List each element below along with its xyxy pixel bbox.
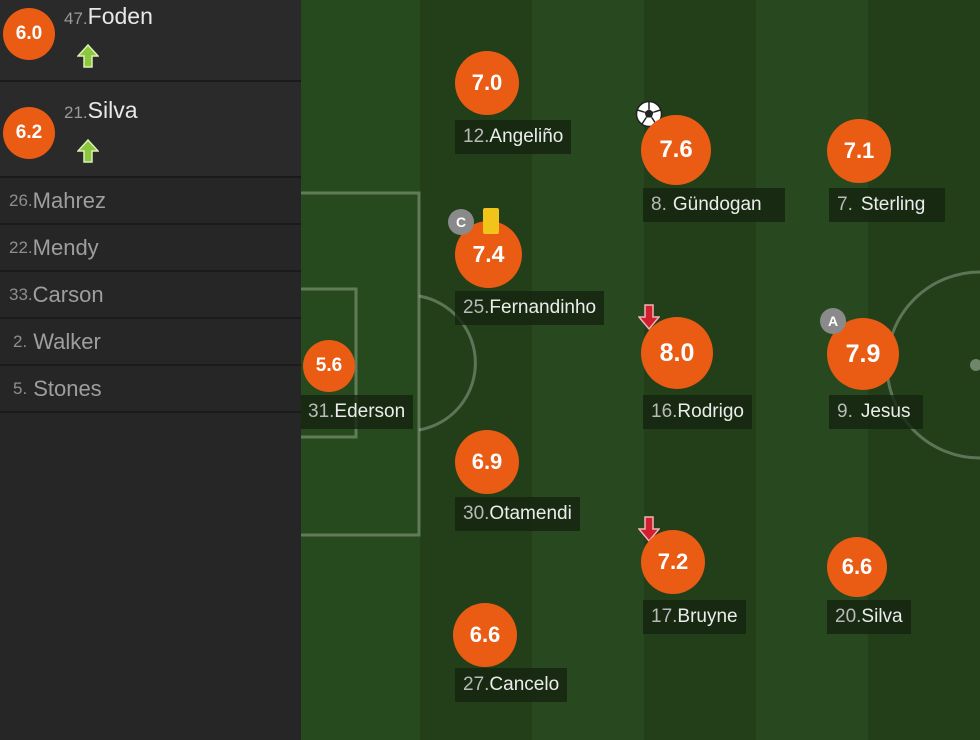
player-name: Gündogan <box>672 194 762 215</box>
player-number: 7. <box>837 194 853 215</box>
bench-row-walker[interactable]: 2.Walker <box>0 319 301 366</box>
captain-badge-icon: C <box>448 209 474 235</box>
player-number: 12. <box>463 126 490 147</box>
player-rating-silva: 6.6 <box>827 537 887 597</box>
player-name: Walker <box>33 328 101 354</box>
yellow-card-icon <box>483 208 499 234</box>
bench-row-mendy[interactable]: 22.Mendy <box>0 225 301 272</box>
player-rating-bruyne: 7.2 <box>641 530 705 594</box>
player-name: Mahrez <box>32 187 106 213</box>
player-name: Stones <box>33 375 102 401</box>
player-name: Bruyne <box>677 606 738 627</box>
player-label-cancelo[interactable]: 27.Cancelo <box>455 668 568 702</box>
player-rating-otamendi: 6.9 <box>455 430 519 494</box>
green-up-arrow-icon <box>77 138 99 163</box>
player-label-silva[interactable]: 20.Silva <box>827 600 911 634</box>
player-name: Silva <box>861 606 903 627</box>
player-label-ederson[interactable]: 31.Ederson <box>301 395 414 429</box>
player-number: 9. <box>837 401 853 422</box>
player-name: Mendy <box>32 234 99 260</box>
player-label-rodrigo[interactable]: 16.Rodrigo <box>643 395 752 429</box>
player-number: 22. <box>9 237 33 257</box>
substitute-row-silva[interactable]: 6.2 21.Silva <box>0 82 301 178</box>
player-number: 31. <box>308 401 335 422</box>
player-name: Foden <box>87 3 153 29</box>
player-name: Sterling <box>860 194 926 215</box>
player-rating: 6.0 <box>3 8 55 60</box>
player-name: Carson <box>32 281 104 307</box>
player-number: 20. <box>835 606 862 627</box>
player-number-and-name: 21.Silva <box>64 97 138 124</box>
player-number: 16. <box>651 401 678 422</box>
player-rating: 6.2 <box>3 107 55 159</box>
player-label-angelino[interactable]: 12.Angeliño <box>455 120 572 154</box>
player-number: 2. <box>13 331 28 351</box>
player-label-bruyne[interactable]: 17.Bruyne <box>643 600 746 634</box>
player-rating-rodrigo: 8.0 <box>641 317 713 389</box>
bench-row-mahrez[interactable]: 26.Mahrez <box>0 178 301 225</box>
player-number: 27. <box>463 674 490 695</box>
green-up-arrow-icon <box>77 43 99 68</box>
player-name: Angeliño <box>489 126 564 147</box>
player-number: 21. <box>64 103 88 122</box>
player-number: 25. <box>463 297 490 318</box>
player-number: 33. <box>9 284 33 304</box>
player-name: Cancelo <box>489 674 560 695</box>
player-name: Silva <box>87 97 138 123</box>
substitute-row-foden[interactable]: 6.0 47.Foden <box>0 0 301 82</box>
player-number: 47. <box>64 9 88 28</box>
player-number: 5. <box>13 378 28 398</box>
player-label-otamendi[interactable]: 30.Otamendi <box>455 497 580 531</box>
substitutes-sidebar: 6.0 47.Foden 6.2 21.Silva 26.Mahrez 22.M… <box>0 0 301 740</box>
player-label-sterling[interactable]: 7. Sterling <box>829 188 945 222</box>
player-name: Ederson <box>334 401 406 422</box>
player-rating-angelino: 7.0 <box>455 51 519 115</box>
football-pitch: 5.6 31.Ederson 7.0 12.Angeliño 7.4 C 25.… <box>301 0 980 740</box>
player-rating-gundogan: 7.6 <box>641 115 711 185</box>
red-down-arrow-icon <box>638 304 660 331</box>
player-number-and-name: 47.Foden <box>64 3 153 30</box>
bench-row-stones[interactable]: 5.Stones <box>0 366 301 413</box>
player-number: 26. <box>9 190 33 210</box>
player-label-gundogan[interactable]: 8.Gündogan <box>643 188 785 222</box>
player-name: Rodrigo <box>677 401 744 422</box>
player-name: Fernandinho <box>489 297 597 318</box>
player-name: Otamendi <box>489 503 572 524</box>
player-number: 17. <box>651 606 678 627</box>
player-number: 8. <box>651 194 667 215</box>
assist-badge-icon: A <box>820 308 846 334</box>
player-label-jesus[interactable]: 9. Jesus <box>829 395 923 429</box>
player-rating-ederson: 5.6 <box>303 340 355 392</box>
bench-row-carson[interactable]: 33.Carson <box>0 272 301 319</box>
player-rating-cancelo: 6.6 <box>453 603 517 667</box>
player-label-fernandinho[interactable]: 25.Fernandinho <box>455 291 605 325</box>
player-name: Jesus <box>860 401 911 422</box>
player-number: 30. <box>463 503 490 524</box>
player-rating-sterling: 7.1 <box>827 119 891 183</box>
